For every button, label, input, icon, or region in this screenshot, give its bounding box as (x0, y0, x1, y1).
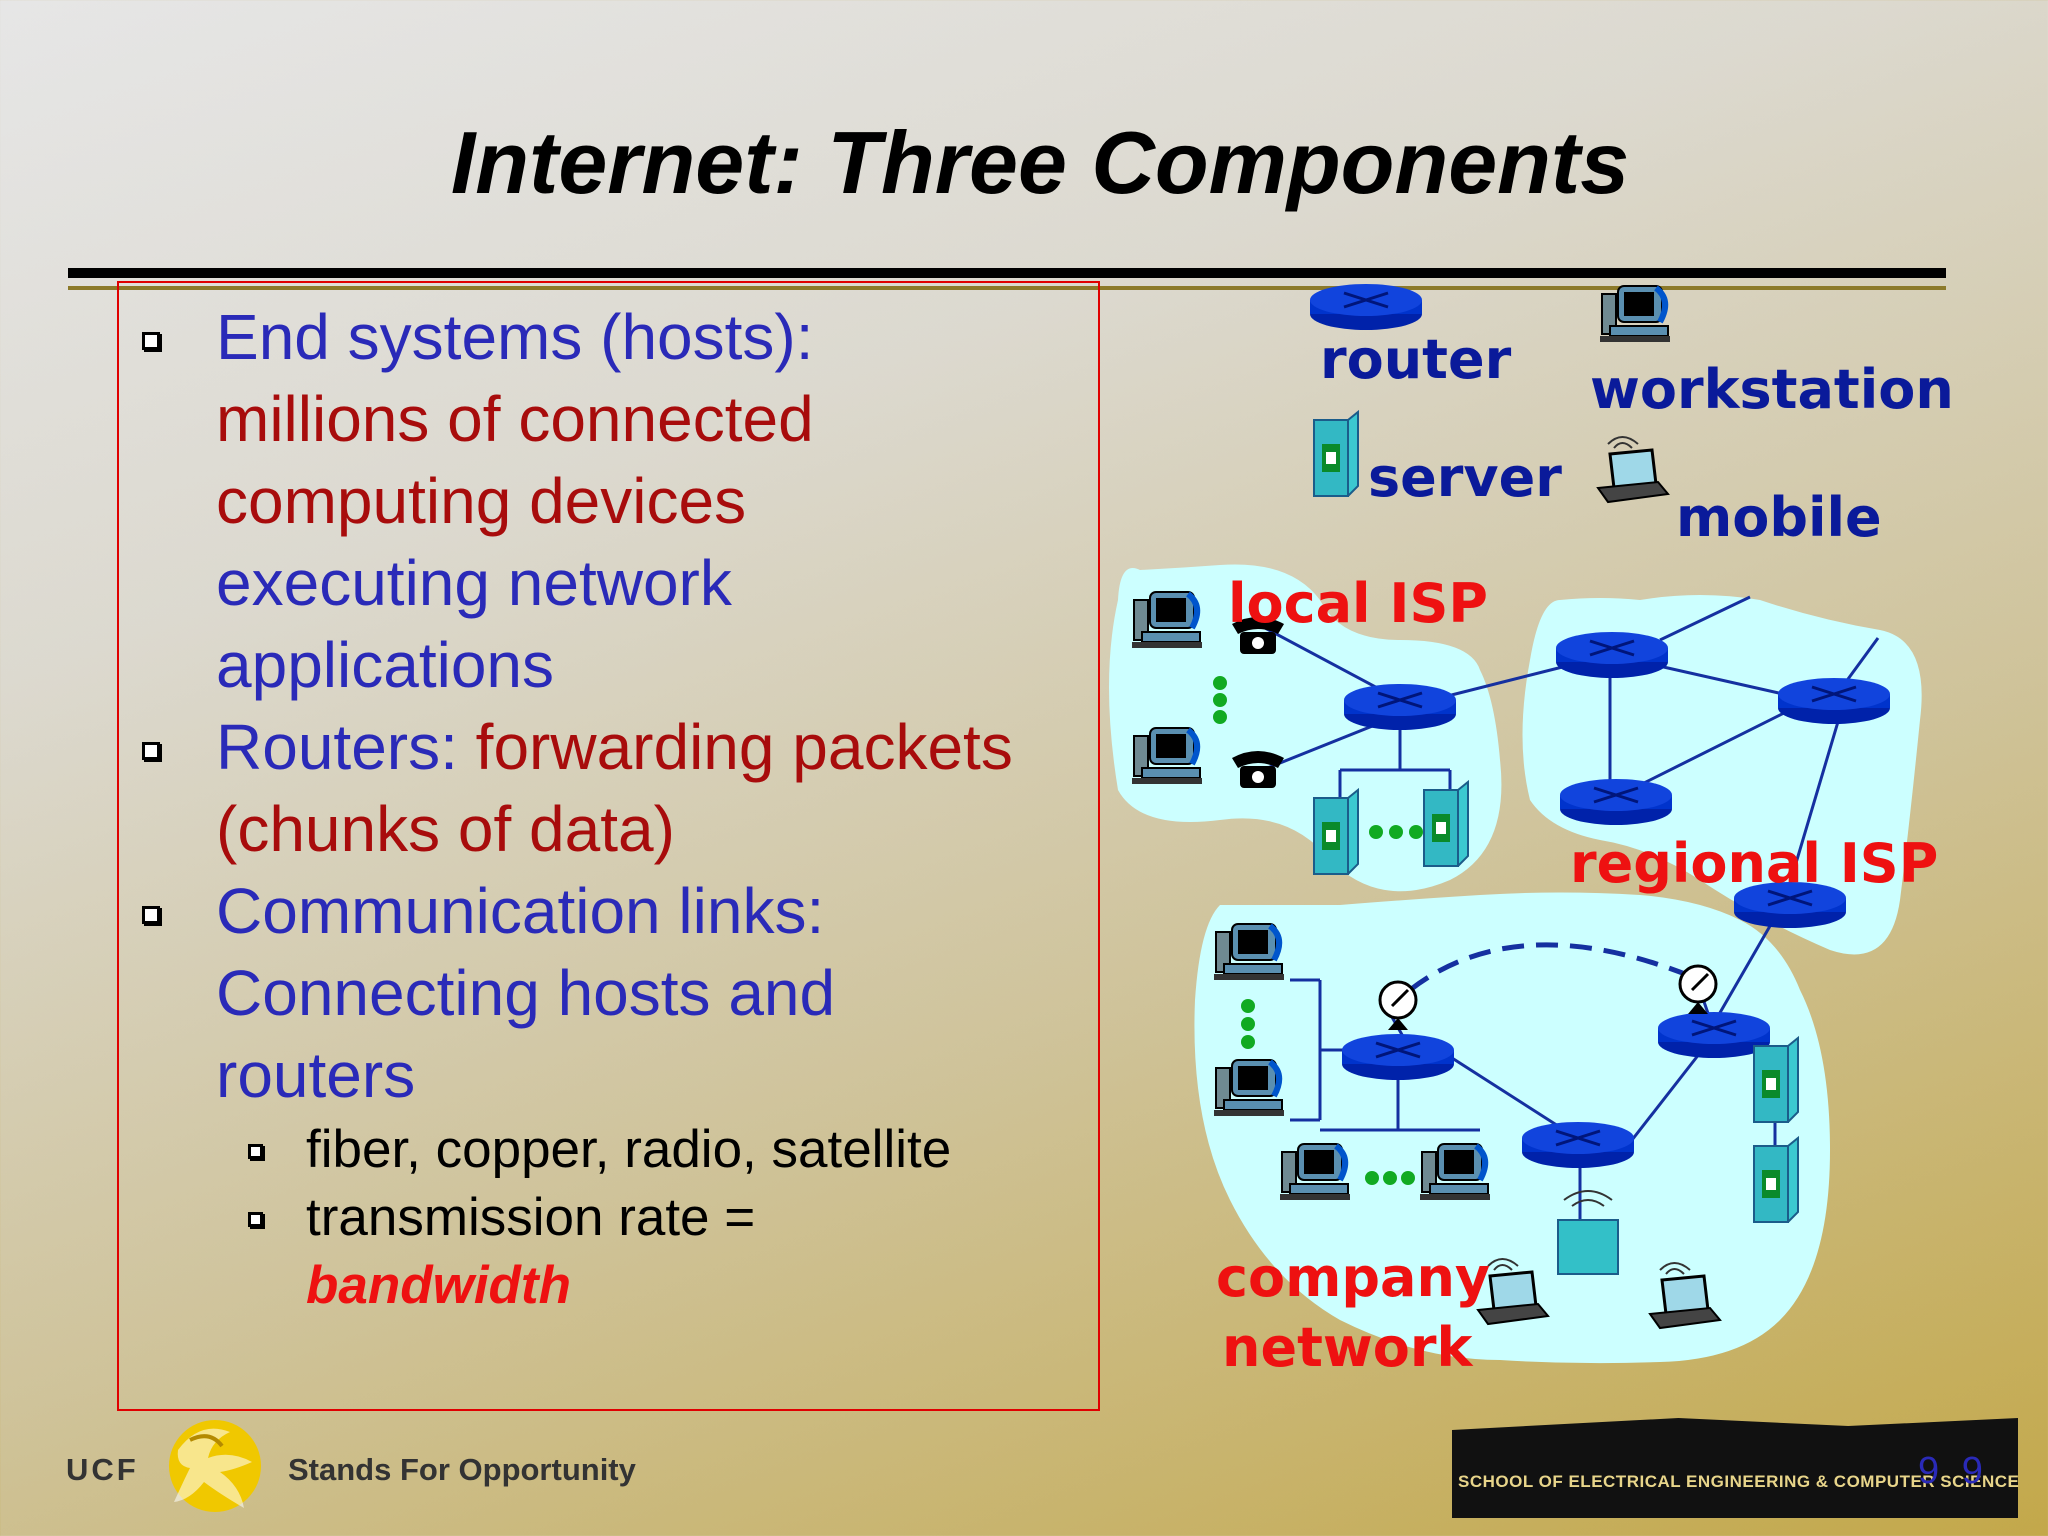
legend-workstation-label: workstation (1590, 358, 1954, 421)
sub-bullet-media: fiber, copper, radio, satellite (138, 1116, 1098, 1184)
legend-router-label: router (1320, 328, 1512, 391)
bullet-text: forwarding packets (475, 711, 1013, 783)
bullet-text: millions of connected (216, 383, 814, 455)
local-isp-label: local ISP (1228, 572, 1488, 635)
sub-bullet-rate: transmission rate = bandwidth (138, 1184, 1098, 1320)
legend-mobile-label: mobile (1676, 486, 1882, 549)
server-icon (1423, 781, 1469, 867)
checkbox-bullet-icon (142, 742, 160, 760)
legend-workstation-icon (1600, 286, 1670, 342)
server-icon (1753, 1137, 1799, 1223)
school-name: SCHOOL OF ELECTRICAL ENGINEERING & COMPU… (1458, 1472, 2020, 1491)
title-rule (68, 268, 1946, 278)
workstation-icon (1132, 592, 1202, 648)
local-isp-cloud (1109, 564, 1502, 892)
regional-isp-label: regional ISP (1570, 832, 1938, 895)
checkbox-bullet-icon (142, 906, 160, 924)
pegasus-logo-icon (169, 1420, 261, 1512)
ucf-logo-text: UCF (66, 1452, 139, 1487)
bullet-text: End systems (hosts): (216, 301, 814, 373)
checkbox-bullet-icon (142, 332, 160, 350)
ellipsis-dots (1213, 676, 1423, 1185)
company-network-cloud (1194, 892, 1830, 1364)
legend-server-icon (1313, 411, 1359, 497)
router-icon (1558, 777, 1674, 827)
highlight-box (117, 281, 1100, 1411)
school-banner (1452, 1418, 2018, 1518)
bullet-text: Routers: (216, 711, 476, 783)
slide-title: Internet: Three Components (450, 113, 1630, 212)
access-point-icon (1557, 1190, 1619, 1275)
bullet-text: (chunks of data) (216, 793, 675, 865)
bullet-text: Connecting hosts and (216, 957, 836, 1029)
company-label: company (1216, 1246, 1490, 1309)
router-icon (1776, 676, 1892, 726)
network-label: network (1222, 1316, 1473, 1379)
tagline: Stands For Opportunity (288, 1452, 636, 1487)
workstation-icon (1214, 1060, 1284, 1116)
bullet-list: End systems (hosts): millions of connect… (138, 296, 1098, 1320)
legend-router-icon (1308, 282, 1424, 332)
checkbox-bullet-icon (248, 1144, 263, 1159)
bullet-end-systems: End systems (hosts): millions of connect… (138, 296, 1098, 706)
workstation-icon (1214, 924, 1284, 980)
server-icon (1313, 789, 1359, 875)
bullet-text: routers (216, 1039, 416, 1111)
sub-bullet-text: transmission rate = (306, 1188, 756, 1247)
checkbox-bullet-icon (248, 1212, 263, 1227)
server-icon (1753, 1037, 1799, 1123)
router-icon (1554, 630, 1670, 680)
bandwidth-emphasis: bandwidth (306, 1256, 571, 1315)
bullet-routers: Routers: forwarding packets (chunks of d… (138, 706, 1098, 870)
router-icon (1342, 682, 1458, 732)
workstation-icon (1280, 1144, 1350, 1200)
bullet-text: Communication links: (216, 875, 825, 947)
router-icon (1520, 1120, 1636, 1170)
legend-laptop-icon (1596, 435, 1670, 504)
bullet-text: executing network (216, 547, 732, 619)
bullet-links: Communication links: Connecting hosts an… (138, 870, 1098, 1116)
router-icon (1340, 1032, 1456, 1082)
bullet-text: computing devices (216, 465, 747, 537)
workstation-icon (1420, 1144, 1490, 1200)
title-rule-accent (68, 286, 1946, 290)
workstation-icon (1132, 728, 1202, 784)
sub-bullet-text: fiber, copper, radio, satellite (306, 1120, 952, 1179)
bullet-text: applications (216, 629, 554, 701)
legend-server-label: server (1368, 446, 1562, 509)
page-number: 9 9 (1918, 1450, 1989, 1492)
